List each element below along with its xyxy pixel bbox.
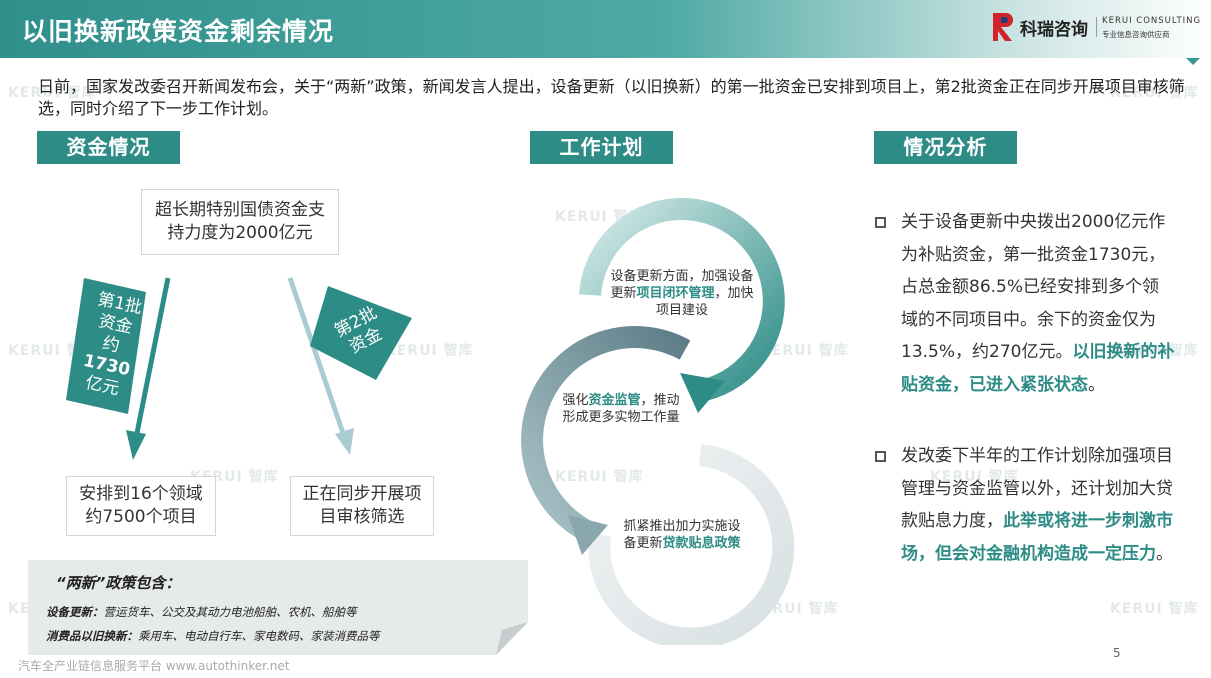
cycle-ring-2	[521, 326, 691, 540]
logo-divider	[1096, 17, 1097, 37]
plan-item-1: 设备更新方面，加强设备更新项目闭环管理，加快项目建设	[608, 268, 756, 319]
analysis-text: 。	[1156, 543, 1173, 564]
batch1-result-text: 安排到16个领域约7500个项目	[79, 484, 203, 527]
analysis-text: 关于设备更新中央拨出2000亿元作为补贴资金，第一批资金1730元，占总金额86…	[901, 212, 1166, 362]
policy-note-text: 营运货车、公交及其动力电池船舶、农机、船舶等	[103, 605, 357, 619]
analysis-highlight: 以旧换新的补贴资金，已进入紧张状态	[901, 342, 1175, 395]
kerui-logo: 科瑞咨询 KERUI CONSULTING 专业信息咨询供应商	[992, 12, 1207, 46]
plan-cycle-diagram	[521, 198, 795, 645]
batch1-result-box: 安排到16个领域约7500个项目	[66, 476, 216, 536]
batch1-tag	[66, 278, 146, 414]
plan-item-2: 强化资金监管，推动形成更多实物工作量	[562, 392, 680, 426]
analysis-text: 。	[1088, 374, 1105, 395]
kerui-logo-icon	[993, 13, 1013, 41]
policy-note-line: 消费品以旧换新：乘用车、电动自行车、家电数码、家装消费品等	[46, 628, 380, 644]
header-notch-icon	[1186, 58, 1200, 65]
total-fund-text: 超长期特别国债资金支持力度为2000亿元	[155, 200, 325, 243]
batch2-result-text: 正在同步开展项目审核筛选	[302, 484, 422, 527]
watermark: KERUI 智库	[1110, 601, 1199, 617]
section-tag-analysis: 情况分析	[874, 131, 1017, 164]
watermark: KERUI 智库	[385, 343, 474, 359]
watermark: KERUI 智库	[1110, 85, 1199, 101]
section-tag-plan: 工作计划	[530, 131, 673, 164]
plan-item-text: ，加快项目建设	[655, 286, 754, 318]
page-title: 以旧换新政策资金剩余情况	[22, 17, 335, 46]
analysis-paragraph-1: 关于设备更新中央拨出2000亿元作为补贴资金，第一批资金1730元，占总金额86…	[875, 206, 1175, 401]
plan-item-highlight: 项目闭环管理	[636, 286, 715, 301]
plan-item-text: 设备更新方面，加强设备更新	[610, 269, 754, 301]
batch2-arrow	[287, 277, 347, 437]
plan-item-highlight: 贷款贴息政策	[662, 536, 741, 551]
footer-source: 汽车全产业链信息服务平台 www.autothinker.net	[18, 659, 290, 673]
analysis-paragraph-2: 发改委下半年的工作计划除加强项目管理与资金监管以外，还计划加大贷款贴息力度，此举…	[875, 440, 1175, 570]
total-fund-box: 超长期特别国债资金支持力度为2000亿元	[141, 189, 339, 255]
square-bullet-icon	[875, 217, 886, 228]
plan-item-text: 抓紧推出加力实施设备更新	[623, 519, 741, 551]
square-bullet-icon	[875, 451, 886, 462]
batch1-arrow-head-icon	[126, 430, 146, 460]
policy-note-label: 设备更新：	[46, 605, 104, 619]
watermark: KERUI 智库	[8, 85, 97, 101]
plan-item-text: 强化	[562, 393, 589, 408]
page-number: 5	[1113, 646, 1121, 660]
plan-item-highlight: 资金监管	[588, 393, 641, 408]
batch2-arrow-head-icon	[335, 428, 354, 455]
policy-note-line: 设备更新：营运货车、公交及其动力电池船舶、农机、船舶等	[46, 604, 357, 620]
watermark: KERUI 智库	[930, 469, 1019, 485]
cycle-ring-3	[588, 444, 795, 645]
policy-note-text: 乘用车、电动自行车、家电数码、家装消费品等	[138, 629, 380, 643]
logo-english-name: KERUI CONSULTING	[1102, 16, 1202, 26]
section-tag-funds: 资金情况	[37, 131, 180, 164]
watermark: KERUI 智库	[555, 469, 644, 485]
analysis-highlight: 此举或将进一步刺激市场，但会对金融机构造成一定压力	[901, 511, 1173, 564]
analysis-text: 发改委下半年的工作计划除加强项目管理与资金监管以外，还计划加大贷款贴息力度，	[901, 446, 1173, 531]
batch2-tag	[310, 286, 412, 380]
logo-slogan: 专业信息咨询供应商	[1102, 30, 1170, 39]
policy-note-label: 消费品以旧换新：	[46, 629, 138, 643]
cycle-ring-1	[579, 198, 785, 401]
logo-chinese-name: 科瑞咨询	[1020, 20, 1088, 40]
batch1-arrow	[133, 277, 171, 439]
page-curl-icon	[496, 622, 528, 655]
header-bar: 以旧换新政策资金剩余情况 科瑞咨询 KERUI CONSULTING 专业信息咨…	[0, 0, 1211, 58]
batch2-result-box: 正在同步开展项目审核筛选	[290, 476, 434, 536]
policy-note-title: “两新”政策包含：	[56, 574, 181, 592]
intro-paragraph: 日前，国家发改委召开新闻发布会，关于“两新”政策，新闻发言人提出，设备更新（以旧…	[38, 77, 1185, 118]
cycle-arrow-2-icon	[568, 515, 608, 555]
plan-item-3: 抓紧推出加力实施设备更新贷款贴息政策	[623, 518, 741, 552]
watermark: KERUI 智库	[760, 343, 849, 359]
watermark: KERUI 智库	[1110, 343, 1199, 359]
policy-note-box: “两新”政策包含： 设备更新：营运货车、公交及其动力电池船舶、农机、船舶等 消费…	[28, 560, 528, 655]
cycle-arrow-1-icon	[680, 373, 725, 413]
plan-item-text: ，推动形成更多实物工作量	[562, 393, 680, 425]
